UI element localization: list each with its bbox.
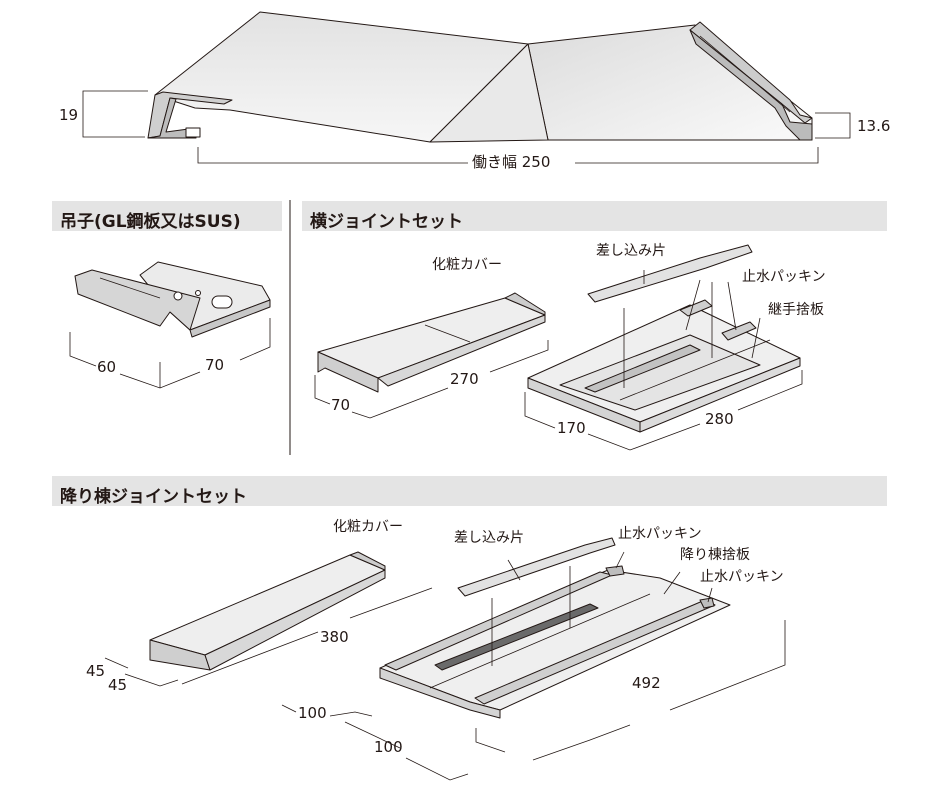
label-cover: 化粧カバー <box>432 257 502 273</box>
label-seal-packing: 止水パッキン <box>742 269 826 285</box>
section-title-clip: 吊子(GL鋼板又はSUS) <box>60 212 241 232</box>
hip-label-cover: 化粧カバー <box>333 519 403 535</box>
hip-leader-lines <box>491 551 713 666</box>
horizontal-cover-drawing <box>317 292 546 393</box>
hip-dim-100-a: 100 <box>298 704 327 722</box>
section-title-horizontal: 横ジョイントセット <box>310 212 463 232</box>
working-width-label: 働き幅 250 <box>472 153 551 171</box>
section-header-clip: 吊子(GL鋼板又はSUS) <box>52 201 282 232</box>
hip-dim-380: 380 <box>320 628 349 646</box>
horizontal-insert-drawing <box>587 244 753 303</box>
height-right-label: 13.6 <box>857 117 891 135</box>
horizontal-backer-dimension-lines <box>524 370 803 451</box>
height-left-label: 19 <box>59 106 79 124</box>
horizontal-backer-drawing <box>527 299 801 433</box>
hip-label-seal-packing-1: 止水パッキン <box>618 526 702 542</box>
clip-dim-60: 60 <box>97 358 117 376</box>
horizontal-leader-lines <box>623 270 761 388</box>
hip-dim-45-b: 45 <box>108 676 128 694</box>
label-joint-backer: 継手捨板 <box>768 302 824 318</box>
hip-backer-dimension-lines <box>281 620 786 781</box>
hip-dim-45-a: 45 <box>86 662 106 680</box>
hip-dim-100-b: 100 <box>374 738 403 756</box>
hip-cover-dimension-lines <box>104 587 433 687</box>
hip-cover-drawing <box>149 551 386 671</box>
clip-drawing <box>74 261 271 338</box>
horizontal-dim-270: 270 <box>450 370 479 388</box>
profile-dimension-lines <box>82 90 851 164</box>
section-header-hip: 降り棟ジョイントセット <box>52 476 887 507</box>
section-header-horizontal: 横ジョイントセット <box>302 201 887 232</box>
horizontal-cover-dimension-lines <box>314 340 549 419</box>
hip-label-insert: 差し込み片 <box>454 530 524 546</box>
clip-dimension-lines <box>69 318 271 389</box>
clip-dim-70: 70 <box>205 356 225 374</box>
horizontal-dim-170: 170 <box>557 419 586 437</box>
section-title-hip: 降り棟ジョイントセット <box>60 487 247 507</box>
label-insert: 差し込み片 <box>596 243 666 259</box>
horizontal-dim-70: 70 <box>331 396 351 414</box>
hip-label-hip-backer: 降り棟捨板 <box>680 547 750 563</box>
horizontal-dim-280: 280 <box>705 410 734 428</box>
roof-panel-profile <box>147 11 813 143</box>
hip-dim-492: 492 <box>632 674 661 692</box>
hip-insert-drawing <box>457 537 616 597</box>
hip-backer-drawing <box>379 565 731 719</box>
hip-label-seal-packing-2: 止水パッキン <box>700 569 784 585</box>
